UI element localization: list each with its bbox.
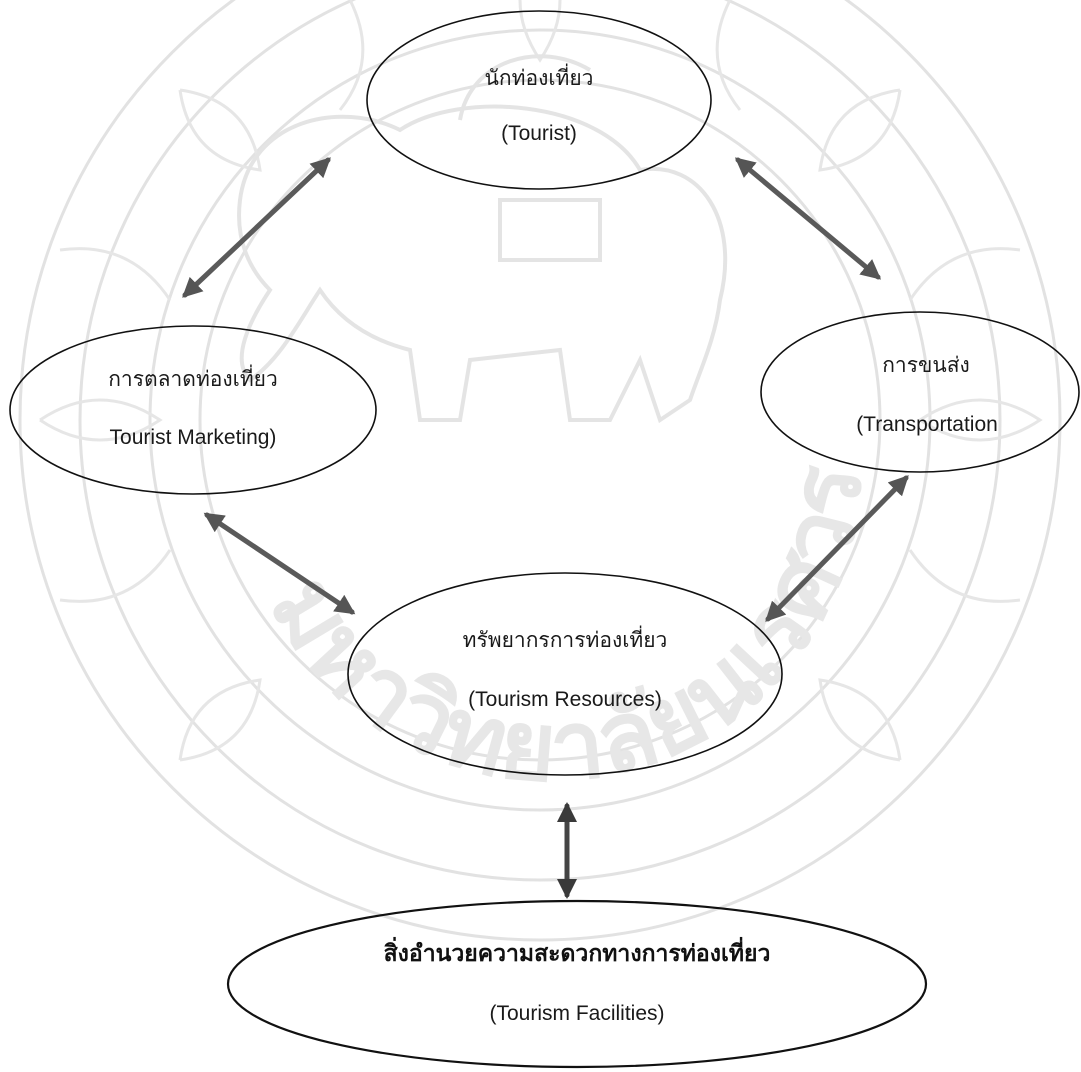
node-transportation-english: (Transportation bbox=[856, 413, 998, 436]
arrow-transportation-resources bbox=[765, 475, 909, 622]
node-marketing-ellipse bbox=[9, 325, 377, 495]
arrow-marketing-resources bbox=[203, 512, 356, 615]
node-tourist: นักท่องเที่ยว (Tourist) bbox=[366, 10, 712, 190]
node-marketing-thai: การตลาดท่องเที่ยว bbox=[108, 364, 278, 391]
node-resources-english: (Tourism Resources) bbox=[468, 688, 662, 711]
node-resources-ellipse bbox=[347, 572, 783, 776]
node-facilities-ellipse bbox=[226, 899, 928, 1069]
relationship-arrows bbox=[182, 157, 909, 899]
node-facilities: สิ่งอำนวยความสะดวกทางการท่องเที่ยว (Tour… bbox=[226, 899, 928, 1069]
arrow-tourist-transportation bbox=[734, 157, 882, 280]
node-transportation-thai: การขนส่ง bbox=[882, 353, 970, 377]
node-resources: ทรัพยากรการท่องเที่ยว (Tourism Resources… bbox=[347, 572, 783, 776]
node-transportation-ellipse bbox=[760, 311, 1080, 473]
node-tourist-thai: นักท่องเที่ยว bbox=[485, 63, 594, 90]
node-transportation: การขนส่ง (Transportation bbox=[760, 311, 1080, 473]
node-marketing: การตลาดท่องเที่ยว Tourist Marketing) bbox=[9, 325, 377, 495]
node-marketing-english: Tourist Marketing) bbox=[110, 426, 277, 449]
node-tourist-english: (Tourist) bbox=[501, 122, 577, 145]
node-facilities-thai: สิ่งอำนวยความสะดวกทางการท่องเที่ยว bbox=[384, 936, 771, 967]
node-tourist-ellipse bbox=[366, 10, 712, 190]
arrow-tourist-marketing bbox=[182, 157, 331, 298]
node-facilities-english: (Tourism Facilities) bbox=[489, 1002, 664, 1025]
node-resources-thai: ทรัพยากรการท่องเที่ยว bbox=[463, 625, 668, 652]
